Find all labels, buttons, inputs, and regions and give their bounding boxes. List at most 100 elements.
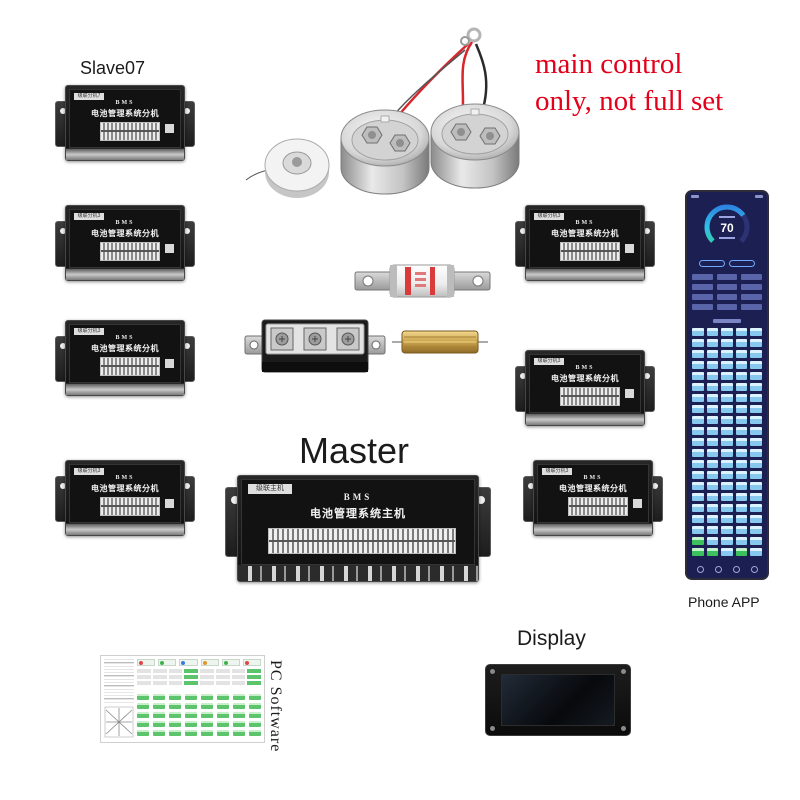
module-brand: BMS [575, 365, 595, 371]
black-wire [474, 43, 488, 113]
battery-cell-tile [692, 438, 704, 446]
module-sticker: 级联分机3 [74, 468, 104, 475]
pc-cell-voltage-tile [233, 694, 245, 700]
coil-terminal [470, 108, 480, 116]
gauge-caption [719, 216, 735, 218]
battery-cell-tile [750, 416, 762, 424]
screw-icon [490, 669, 495, 674]
pc-cell-voltage-tile [217, 721, 229, 727]
chart-icon [714, 565, 722, 573]
status-bar [691, 195, 763, 199]
fuse-band [430, 267, 435, 295]
battery-cell-tile [721, 383, 733, 391]
module-name: 电池管理系统分机 [91, 109, 159, 118]
pc-cell-voltage-tile [233, 703, 245, 709]
battery-cell-tile [735, 515, 748, 523]
module-name: 电池管理系统分机 [91, 484, 159, 493]
info-text-line [741, 274, 762, 280]
battery-cell-tile [735, 493, 748, 501]
battery-cell-tile [721, 548, 733, 556]
red-wire [397, 43, 469, 117]
battery-cell-tile [721, 460, 733, 468]
base-plate [66, 268, 184, 280]
gauge-value: 70 [720, 221, 734, 235]
battery-cell-tile [735, 416, 748, 424]
screw-slot [312, 336, 318, 342]
battery-cell-tile [735, 460, 748, 468]
slave-module: 级联分机3 BMS 电池管理系统分机 [55, 460, 195, 536]
battery-cell-tile [750, 526, 762, 534]
base-connectors [238, 565, 478, 581]
battery-cell-tile [692, 449, 704, 457]
fuse [354, 264, 491, 298]
battery-cell-tile [750, 383, 762, 391]
pc-cell-grid [137, 694, 261, 736]
pc-cell-voltage-tile [169, 694, 181, 700]
pc-diagram [104, 706, 134, 738]
battery-cell-tile [706, 537, 719, 545]
module-brand: BMS [575, 220, 595, 226]
pc-parameter-field [137, 669, 151, 673]
display-device [485, 664, 631, 736]
battery-cell-tile [692, 427, 704, 435]
terminal-stud [396, 139, 404, 147]
pc-tab-bar [137, 659, 262, 666]
pc-parameter-field [137, 675, 151, 679]
battery-cell-tile [692, 515, 704, 523]
connector-tag [625, 244, 634, 253]
slave-module: 级联分机7 BMS 电池管理系统分机 [55, 85, 195, 161]
battery-cell-tile [706, 548, 719, 556]
terminal-nut [450, 123, 472, 141]
battery-cell-tile [692, 372, 704, 380]
slave-module: 级联分机3 BMS 电池管理系统分机 [515, 350, 655, 426]
battery-cell-tile [692, 405, 704, 413]
red-note: main control only, not full set [535, 46, 723, 120]
battery-cell-tile [706, 460, 719, 468]
battery-cell-tile [721, 449, 733, 457]
pc-cell-voltage-tile [201, 712, 213, 718]
pc-cell-voltage-tile [185, 721, 197, 727]
phone-screen: 70 [685, 190, 769, 580]
pc-cell-voltage-tile [153, 703, 165, 709]
battery-cell-tile [750, 339, 762, 347]
module-face: 级联分机7 BMS 电池管理系统分机 [69, 89, 181, 148]
screw-terminal [336, 327, 360, 351]
pc-parameter-field [152, 681, 167, 685]
battery-cell-tile [706, 504, 719, 512]
module-sticker: 级联分机3 [534, 213, 564, 220]
pc-cell-voltage-tile [217, 712, 229, 718]
mounting-hole [249, 340, 259, 350]
battery-cell-tile [750, 438, 762, 446]
battery-cell-tile [721, 372, 733, 380]
battery-cell-tile [750, 471, 762, 479]
battery-cell-tile [706, 361, 719, 369]
pc-cell-voltage-tile [169, 712, 181, 718]
pc-parameter-field [200, 675, 214, 679]
pc-parameter-field [168, 675, 183, 679]
module-sticker: 级联分机3 [74, 213, 104, 220]
battery-cell-tile [692, 526, 704, 534]
module-sticker: 级联分机7 [74, 93, 104, 100]
module-case: 级联分机7 BMS 电池管理系统分机 [65, 85, 185, 161]
battery-cell-tile [706, 449, 719, 457]
battery-cell-tile [750, 449, 762, 457]
battery-cell-tile [750, 537, 762, 545]
fuse-marking [415, 278, 426, 281]
connector-strip [268, 528, 456, 554]
screw-icon [490, 726, 495, 731]
pc-tab [179, 659, 198, 666]
module-case: 级联分机3 BMS 电池管理系统分机 [65, 460, 185, 536]
mode-chips [699, 260, 755, 267]
connector-strip [100, 497, 160, 516]
module-name: 电池管理系统分机 [559, 484, 627, 493]
module-name: 电池管理系统分机 [91, 344, 159, 353]
connector-tag [633, 499, 642, 508]
battery-cell-tile [692, 416, 704, 424]
module-face: 级联分机3 BMS 电池管理系统分机 [69, 209, 181, 268]
pc-cell-voltage-tile [169, 730, 181, 736]
pc-cell-voltage-tile [137, 703, 149, 709]
base-plate [534, 523, 652, 535]
status-indicator [691, 195, 699, 198]
base-plate [66, 383, 184, 395]
pc-parameter-field [215, 681, 230, 685]
